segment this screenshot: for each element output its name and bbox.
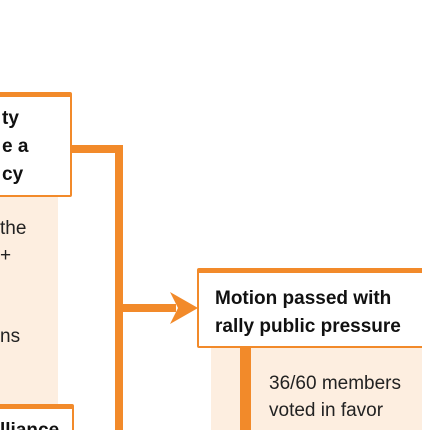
top-left-detail-text: the + ns bbox=[0, 215, 58, 350]
detail-line: ns bbox=[0, 326, 21, 347]
node-line: e a bbox=[2, 136, 29, 157]
node-line: lliance bbox=[0, 418, 72, 430]
node-line: cy bbox=[2, 164, 24, 185]
node-line: rally public pressure bbox=[215, 316, 401, 337]
detail-line bbox=[0, 269, 58, 296]
node-top-left: ty e a cy bbox=[0, 92, 72, 197]
detail-line bbox=[0, 296, 58, 323]
motion-detail-spine bbox=[240, 345, 251, 430]
detail-line: + bbox=[0, 245, 12, 266]
node-bottom-left: lliance bbox=[0, 404, 74, 430]
detail-line: voted in favor bbox=[269, 400, 384, 421]
top-left-detail-panel bbox=[0, 196, 58, 408]
connector-path bbox=[72, 145, 123, 430]
node-line: ty bbox=[2, 108, 19, 129]
node-motion-passed: Motion passed with rally public pressure bbox=[197, 268, 422, 348]
motion-detail-text: 36/60 members voted in favor bbox=[269, 370, 401, 424]
detail-line: the bbox=[0, 218, 27, 239]
arrow-head-icon bbox=[170, 292, 198, 324]
detail-line: 36/60 members bbox=[269, 373, 402, 394]
node-line: Motion passed with bbox=[215, 288, 392, 309]
